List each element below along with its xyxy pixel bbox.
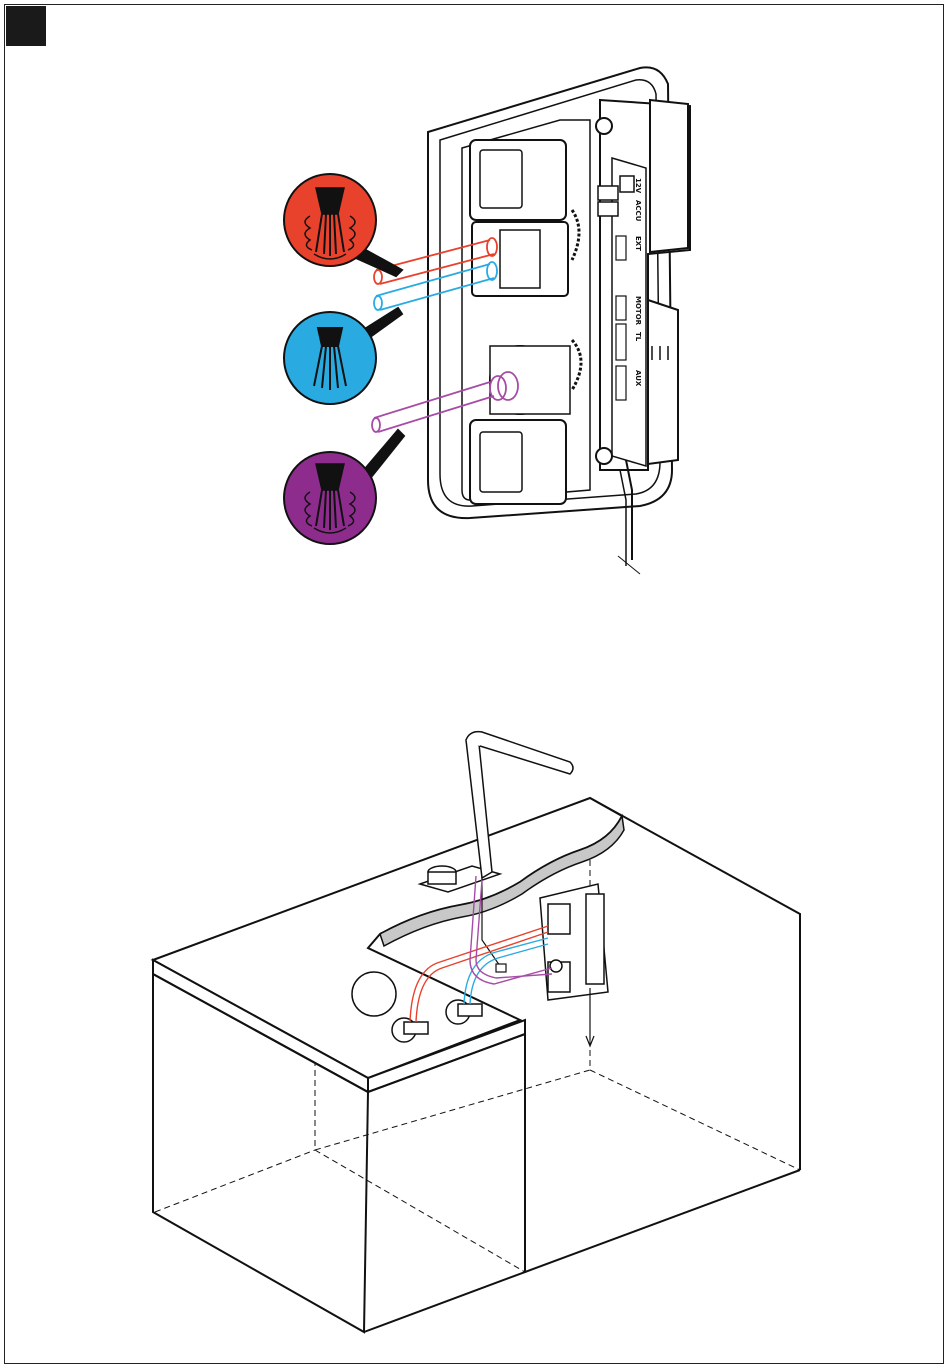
port-label-12v: 12V (634, 178, 642, 194)
port-label-accu: ACCU (634, 200, 642, 222)
port-label-ext: EXT (634, 236, 642, 251)
installation-overview (153, 732, 800, 1332)
cold-water-badge (284, 312, 376, 404)
port-label-tl: TL (634, 332, 642, 342)
hot-water-badge (284, 174, 376, 266)
port-label-motor: MOTOR (634, 296, 642, 326)
port-label-aux: AUX (634, 370, 642, 387)
control-unit-detail (428, 67, 690, 574)
mixed-water-badge (284, 452, 376, 544)
